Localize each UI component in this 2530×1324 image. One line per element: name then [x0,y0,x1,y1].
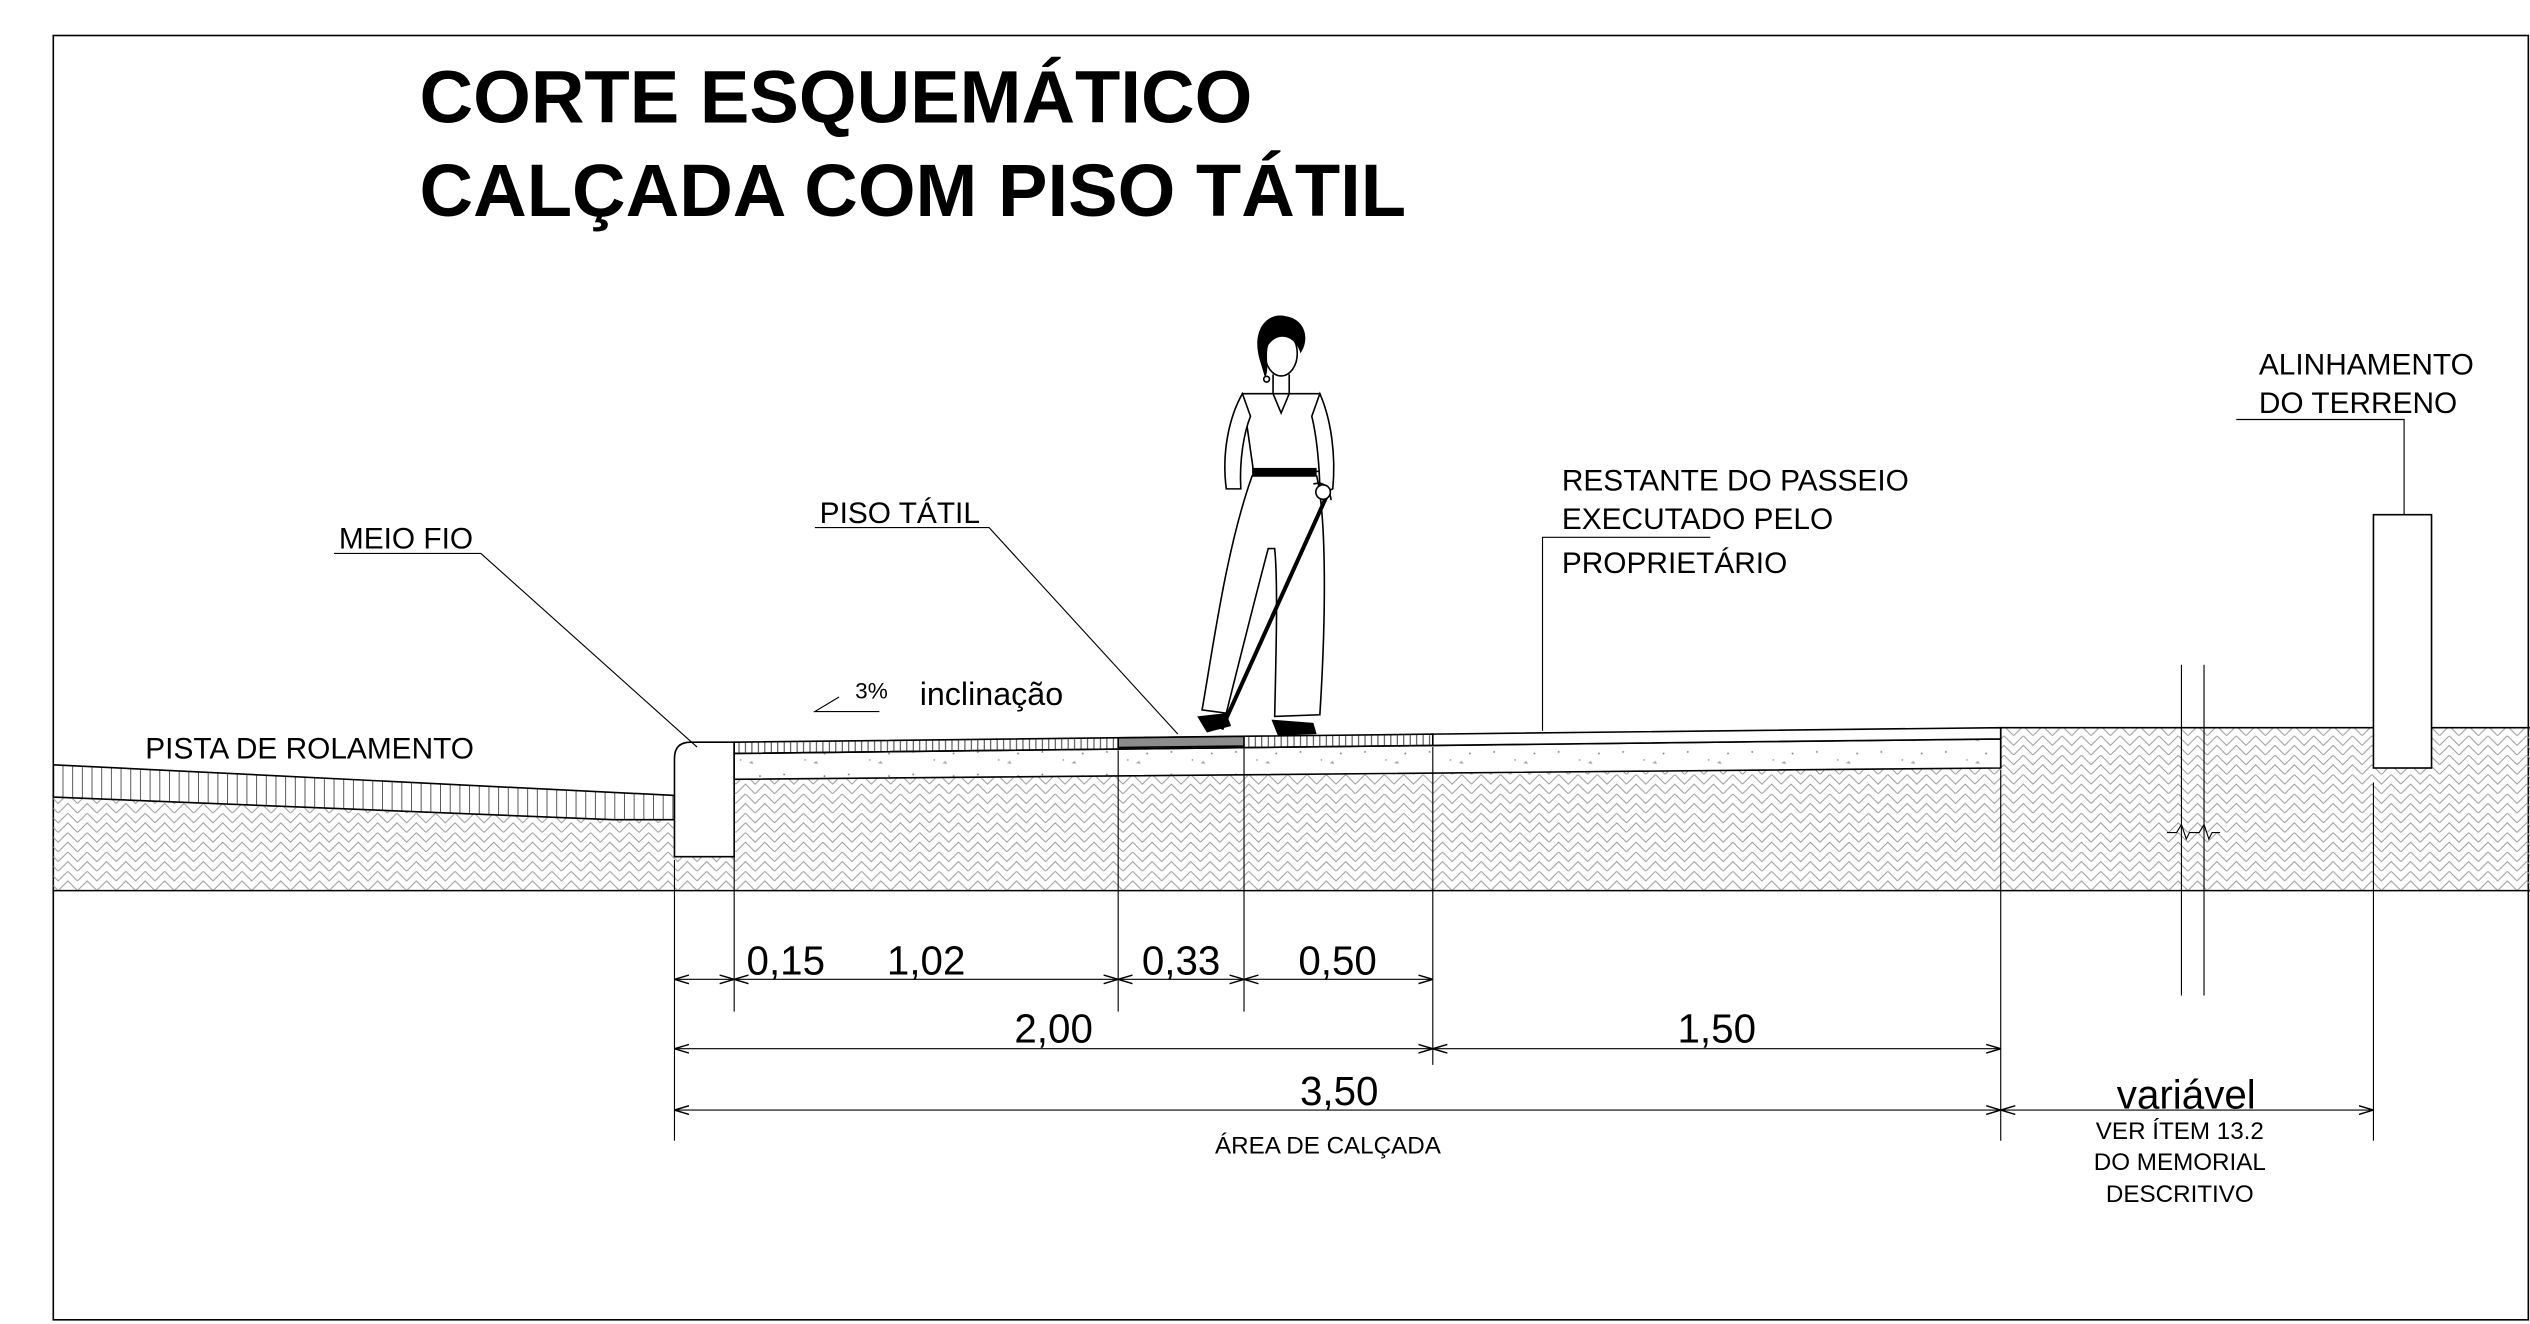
variable-note-line-3: DESCRITIVO [2106,1181,2254,1208]
slope-value: 3% [855,679,888,704]
road-asphalt-layer [52,763,676,821]
label-restante-line-3: PROPRIETÁRIO [1562,547,1787,580]
person-with-cane-figure [1197,315,1335,736]
tactile-floor-strip [1117,735,1245,749]
dim-text-public-part: 2,00 [1014,1005,1092,1051]
property-alignment-post [2372,513,2433,769]
dim-text-tactile: 0,33 [1142,938,1221,984]
label-alinhamento-line-1: ALINHAMENTO [2259,348,2474,381]
leader-piso-tatil [814,527,1179,735]
curb [673,741,735,858]
dim-text-curb: 0,15 [747,938,826,984]
label-alinhamento-line-2: DO TERRENO [2259,387,2457,420]
leader-meio-fio [334,552,698,748]
dim-text-owner-part: 1,50 [1678,1005,1757,1051]
figure-left-shoe [1197,713,1232,733]
variable-note-line-1: VER ÍTEM 13.2 [2096,1118,2264,1145]
figure-belt [1252,467,1317,476]
figure-neck [1272,374,1291,394]
title-line-1: CORTE ESQUEMÁTICO [420,56,1253,139]
label-piso-tatil: PISO TÁTIL [820,497,980,530]
leader-restante [1541,536,1711,731]
dim-text-service-strip: 1,02 [887,938,966,984]
figure-pants [1201,475,1326,718]
label-restante-line-1: RESTANTE DO PASSEIO [1562,464,1909,497]
dim-text-after-tactile: 0,50 [1298,938,1377,984]
title-line-2: CALÇADA COM PISO TÁTIL [420,149,1407,232]
figure-left-arm [1224,391,1252,490]
drawing-frame [52,34,2530,1321]
dim-text-variable: variável [2117,1071,2256,1117]
leader-alinhamento [2236,418,2405,515]
slope-label: inclinação [920,676,1063,712]
break-symbol [2166,823,2221,841]
area-de-calcada-label: ÁREA DE CALÇADA [1215,1133,1442,1160]
extension-lines [673,747,2375,1141]
dim-text-total: 3,50 [1300,1068,1379,1114]
figure-collar [1272,393,1290,416]
label-meio-fio: MEIO FIO [339,523,473,556]
soil-hatch [53,727,2530,891]
figure-hand [1315,484,1332,501]
figure-hair [1257,315,1306,378]
slope-arrow-icon [812,696,880,713]
label-pista-de-rolamento: PISTA DE ROLAMENTO [145,732,474,765]
variable-note-line-2: DO MEMORIAL [2094,1149,2266,1176]
figure-right-shoe [1271,719,1317,736]
figure-earring [1262,375,1271,383]
label-restante-line-2: EXECUTADO PELO [1562,503,1833,536]
cane [1219,496,1329,731]
